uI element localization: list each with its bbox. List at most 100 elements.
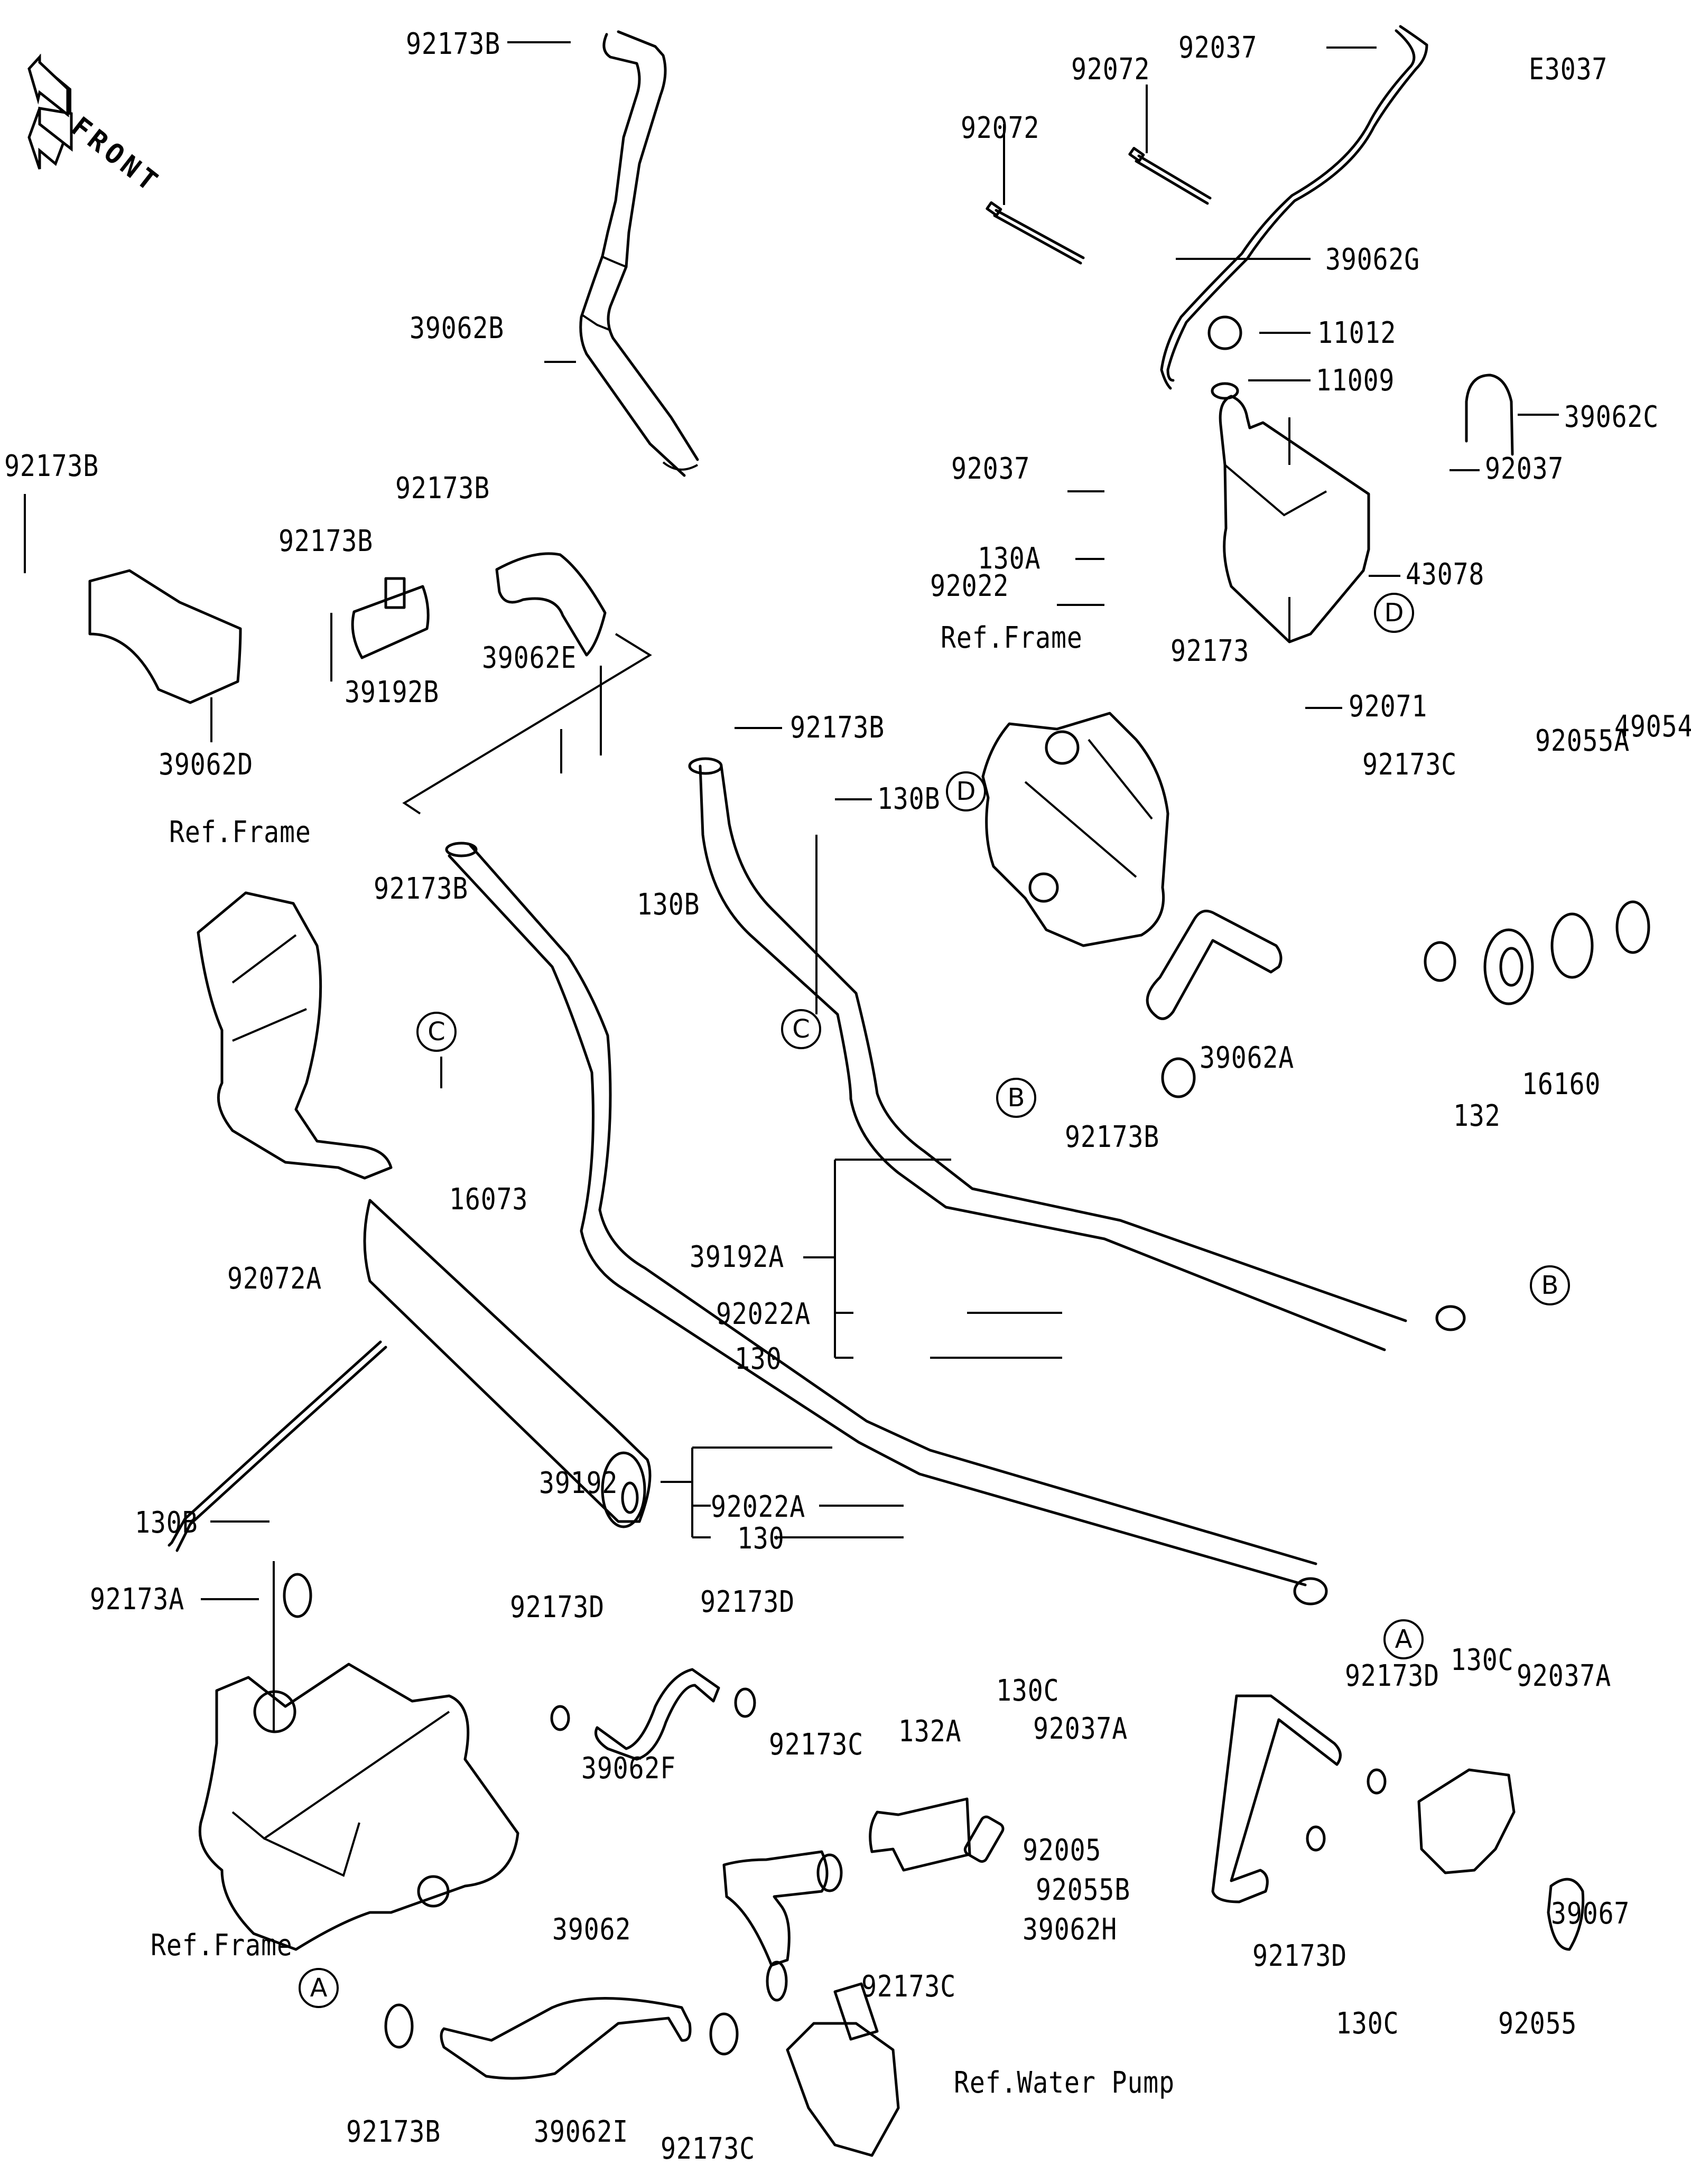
part-label[interactable]: 92173D	[1345, 1659, 1440, 1693]
part-label[interactable]: 39062H	[1023, 1912, 1118, 1947]
frame-lower-left	[198, 1663, 519, 1951]
part-label[interactable]: 130	[737, 1522, 785, 1556]
part-label[interactable]: 39062B	[410, 311, 505, 346]
pipe-39192a	[688, 757, 1466, 1351]
connector-c-frame[interactable]: C	[416, 1012, 457, 1052]
part-label[interactable]: 92173A	[90, 1582, 185, 1617]
diagram-code: E3037	[1529, 52, 1608, 87]
part-label[interactable]: 92037	[1485, 452, 1564, 486]
part-label[interactable]: 92055A	[1535, 724, 1630, 758]
part-label[interactable]: 92173	[1170, 634, 1250, 668]
cap-11012	[1207, 315, 1242, 350]
part-label[interactable]: 39192A	[690, 1240, 785, 1274]
part-label[interactable]: 92173B	[406, 27, 501, 61]
part-label[interactable]: 39062C	[1564, 400, 1659, 434]
hose-39062	[722, 1850, 829, 1967]
part-label[interactable]: 92022	[930, 569, 1009, 603]
part-label[interactable]: 92173B	[374, 872, 469, 906]
part-label[interactable]: 92005	[1023, 1833, 1102, 1868]
cable-tie-92072-b	[1128, 147, 1212, 205]
hose-39062f	[594, 1668, 720, 1761]
part-label[interactable]: 92173B	[395, 471, 490, 506]
gasket-11009	[1211, 382, 1239, 400]
connector-d-upper[interactable]: D	[1374, 593, 1414, 633]
connector-a-clamp[interactable]: A	[299, 1968, 339, 2008]
part-label[interactable]: 92022A	[711, 1490, 806, 1524]
part-label[interactable]: 49054	[1614, 710, 1691, 744]
part-label[interactable]: 92173D	[1252, 1939, 1348, 1973]
part-label[interactable]: 130C	[1336, 2006, 1399, 2041]
part-label[interactable]: 92173B	[790, 711, 885, 745]
part-label[interactable]: 11012	[1317, 316, 1397, 350]
part-label[interactable]: Ref.Water Pump	[954, 2066, 1175, 2100]
part-label[interactable]: 92173B	[278, 524, 374, 558]
hose-39062b	[579, 30, 699, 477]
part-label[interactable]: 92037A	[1517, 1659, 1612, 1693]
part-label[interactable]: 39062E	[482, 641, 577, 675]
part-label[interactable]: 92037	[951, 452, 1030, 486]
connector-b-pipe[interactable]: B	[1530, 1265, 1570, 1305]
part-label[interactable]: 39192B	[345, 675, 440, 710]
part-label[interactable]: Ref.Frame	[169, 815, 311, 850]
part-label[interactable]: 39067	[1551, 1897, 1630, 1931]
part-label[interactable]: 39062	[552, 1912, 631, 1947]
pipe-39192	[445, 842, 1328, 1606]
part-label[interactable]: 92173C	[769, 1728, 864, 1762]
part-label[interactable]: 39062D	[159, 748, 254, 782]
part-label[interactable]: 92173D	[510, 1590, 605, 1625]
part-label[interactable]: 132	[1453, 1099, 1501, 1133]
part-label[interactable]: 92173B	[1065, 1120, 1160, 1154]
part-label[interactable]: 43078	[1406, 557, 1485, 592]
part-label[interactable]: 92173C	[661, 2132, 756, 2166]
front-arrow-icon	[27, 53, 73, 170]
water-pump	[786, 1982, 900, 2157]
part-label[interactable]: 92173B	[4, 449, 99, 483]
part-label[interactable]: 92037A	[1033, 1712, 1128, 1746]
connector-c-pipe[interactable]: C	[781, 1009, 821, 1049]
part-label[interactable]: 39062I	[534, 2115, 629, 2149]
heat-shield-16073	[363, 1199, 652, 1528]
hose-39062a	[1146, 909, 1283, 1020]
hose-39062g	[1160, 25, 1428, 390]
part-label[interactable]: 130A	[978, 542, 1041, 576]
cable-tie-92072a	[168, 1340, 387, 1552]
part-label[interactable]: 92173C	[861, 1970, 956, 2004]
part-label[interactable]: 92173C	[1362, 748, 1457, 782]
connector-b-clamp[interactable]: B	[996, 1078, 1036, 1118]
hose-39062i	[440, 1997, 692, 2080]
part-label[interactable]: 92037	[1178, 31, 1258, 65]
part-label[interactable]: 130B	[135, 1506, 198, 1540]
part-label[interactable]: 92173B	[346, 2115, 441, 2149]
clamp-92173d-mid	[734, 1687, 756, 1718]
part-label[interactable]: 92173D	[700, 1585, 795, 1619]
part-label[interactable]: 16073	[449, 1182, 528, 1217]
part-label[interactable]: 39062G	[1325, 242, 1420, 277]
hose-39062c	[1465, 374, 1514, 456]
part-label[interactable]: 92071	[1349, 689, 1428, 724]
part-label[interactable]: 130B	[637, 888, 700, 922]
connector-d-frame[interactable]: D	[946, 771, 986, 811]
part-label[interactable]: 92072	[961, 111, 1040, 145]
part-label[interactable]: 11009	[1316, 363, 1395, 398]
part-label[interactable]: 39192	[539, 1466, 618, 1500]
part-label[interactable]: 39062F	[581, 1751, 676, 1786]
o-ring-92055a	[1550, 912, 1594, 979]
oil-cooler-39067	[1417, 1768, 1516, 1874]
frame-middle-left	[197, 891, 393, 1180]
part-label[interactable]: 92055	[1498, 2006, 1577, 2041]
part-label[interactable]: 92072A	[227, 1262, 322, 1296]
part-label[interactable]: 130C	[1451, 1643, 1514, 1677]
connector-a-pipe[interactable]: A	[1383, 1619, 1424, 1659]
part-label[interactable]: Ref.Frame	[941, 621, 1083, 655]
part-label[interactable]: 92055B	[1036, 1873, 1131, 1907]
clamp-92173d-right	[1367, 1768, 1387, 1795]
part-label[interactable]: 130C	[996, 1674, 1060, 1708]
part-label[interactable]: 16160	[1522, 1067, 1601, 1102]
part-label[interactable]: 132A	[898, 1714, 962, 1749]
part-label[interactable]: Ref.Frame	[151, 1928, 293, 1963]
part-label[interactable]: 39062A	[1200, 1041, 1295, 1075]
part-label[interactable]: 130B	[877, 782, 941, 816]
part-label[interactable]: 92022A	[716, 1297, 811, 1331]
part-label[interactable]: 92072	[1071, 52, 1150, 87]
part-label[interactable]: 130	[735, 1342, 782, 1376]
